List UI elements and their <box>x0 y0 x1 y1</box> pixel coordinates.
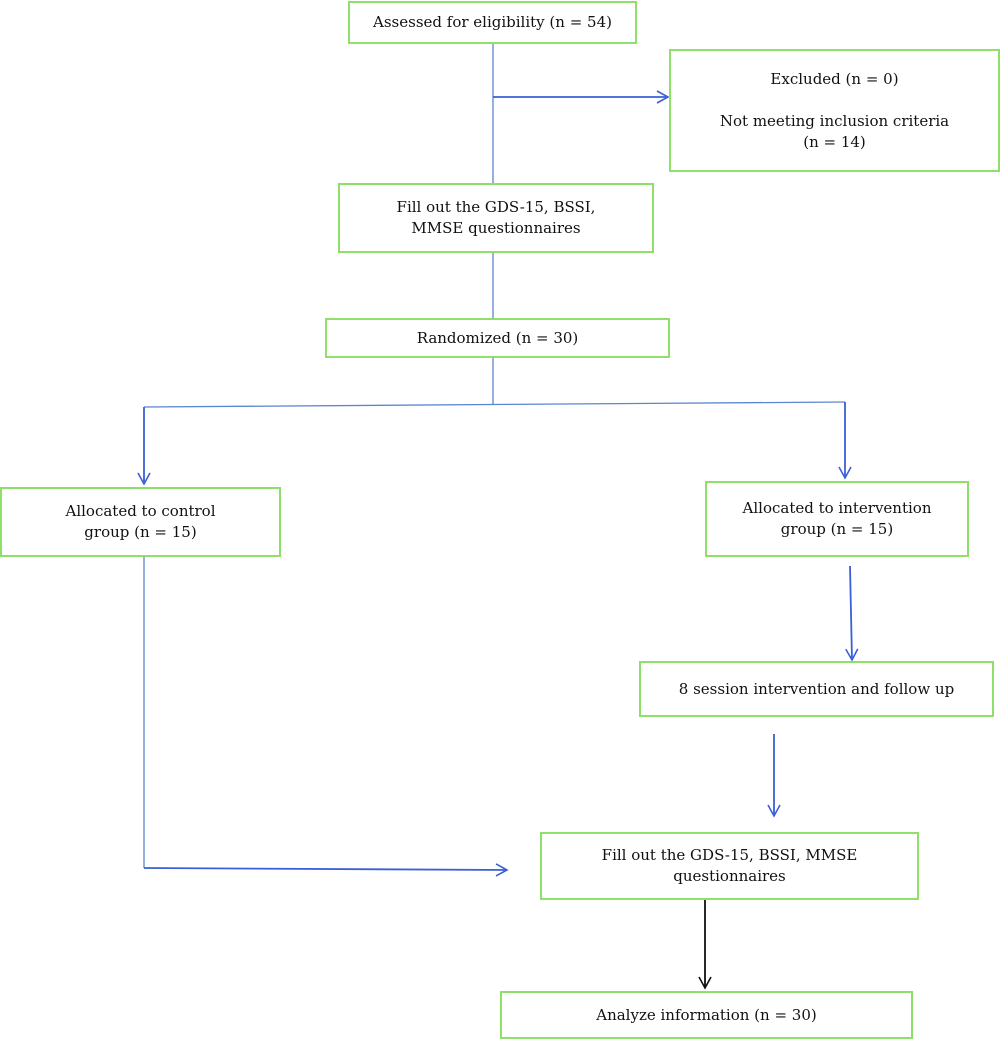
box-intervention: Allocated to intervention group (n = 15) <box>705 481 969 557</box>
box-control: Allocated to control group (n = 15) <box>0 487 281 557</box>
box-excluded: Excluded (n = 0) Not meeting inclusion c… <box>669 49 1000 172</box>
box-intervention-line2: group (n = 15) <box>780 520 894 538</box>
box-control-line1: Allocated to control <box>65 502 216 520</box>
box-randomized-text: Randomized (n = 30) <box>416 328 579 347</box>
box-session-text: 8 session intervention and follow up <box>678 679 955 698</box>
box-assessed: Assessed for eligibility (n = 54) <box>348 1 637 44</box>
box-excluded-reason: Not meeting inclusion criteria <box>719 111 950 130</box>
box-excluded-count: (n = 14) <box>803 132 866 151</box>
arrow-intervention-to-session <box>845 565 859 662</box>
box-fill-post-line2: questionnaires <box>673 867 786 885</box>
box-intervention-line1: Allocated to intervention <box>742 499 932 517</box>
box-randomized: Randomized (n = 30) <box>325 318 670 358</box>
box-analyze: Analyze information (n = 30) <box>500 991 913 1039</box>
box-fill-pre: Fill out the GDS-15, BSSI, MMSE question… <box>338 183 654 253</box>
box-excluded-title: Excluded (n = 0) <box>770 69 899 88</box>
box-fill-pre-line2: MMSE questionnaires <box>411 219 581 237</box>
box-assessed-text: Assessed for eligibility (n = 54) <box>373 13 612 31</box>
box-fill-post: Fill out the GDS-15, BSSI, MMSE question… <box>540 832 919 900</box>
box-fill-post-line1: Fill out the GDS-15, BSSI, MMSE <box>601 846 858 864</box>
box-fill-pre-line1: Fill out the GDS-15, BSSI, <box>396 198 596 216</box>
box-control-line2: group (n = 15) <box>84 523 197 541</box>
box-session: 8 session intervention and follow up <box>639 661 994 717</box>
connector-split-horizontal <box>143 401 846 408</box>
arrow-control-to-fill-post <box>143 863 509 877</box>
box-analyze-text: Analyze information (n = 30) <box>596 1005 817 1024</box>
